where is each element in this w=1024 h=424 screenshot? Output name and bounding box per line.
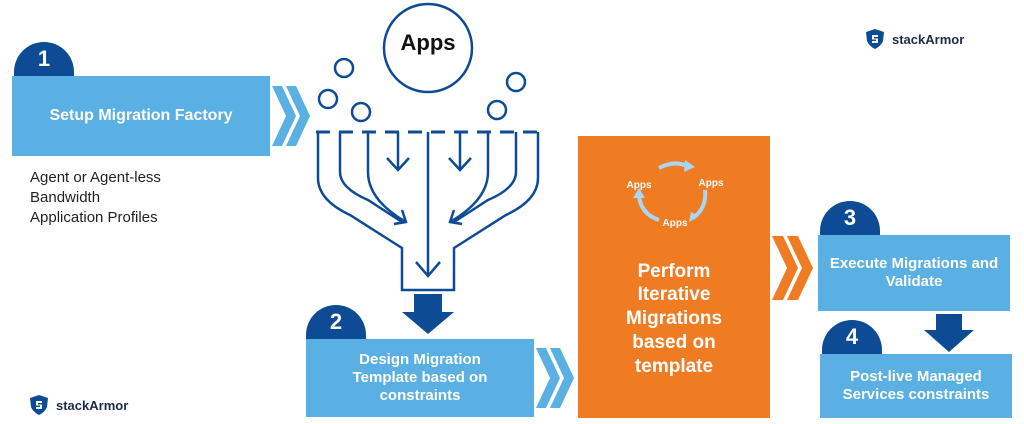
factory-notes: Agent or Agent-less Bandwidth Applicatio…	[30, 168, 161, 228]
shield-icon	[30, 395, 48, 415]
brand-logo-bottom: stackArmor	[28, 394, 128, 416]
note-item: Application Profiles	[30, 209, 158, 226]
step-3-box: Execute Migrations and Validate	[818, 235, 1010, 311]
cycle-label: Apps	[663, 218, 688, 229]
bubble	[317, 88, 339, 110]
cycle-label: Apps	[627, 180, 652, 191]
bubble	[505, 71, 527, 93]
chevron-right-icon	[536, 348, 574, 408]
brand-logo-top: stackArmor	[864, 28, 964, 50]
note-item: Agent or Agent-less	[30, 169, 161, 186]
step-2-box: Design Migration Template based on const…	[306, 339, 534, 417]
step-1-box: Setup Migration Factory	[12, 76, 270, 156]
funnel-outline	[316, 132, 540, 292]
arrow-down-icon	[402, 294, 454, 334]
iterative-migrations-box: Apps Apps Apps Perform Iterative Migrati…	[578, 136, 770, 418]
cycle-label: Apps	[699, 178, 724, 189]
funnel-diagram	[316, 2, 540, 334]
note-item: Bandwidth	[30, 189, 101, 206]
arrow-down-icon	[924, 314, 974, 352]
apps-circle	[382, 2, 474, 94]
brand-name: stackArmor	[56, 397, 129, 413]
step-4-badge: 4	[822, 320, 882, 354]
bubble	[333, 57, 355, 79]
chevron-right-icon	[772, 236, 813, 300]
funnel-label: Apps	[400, 30, 456, 55]
shield-icon	[866, 29, 884, 49]
step-1-badge: 1	[14, 42, 74, 76]
step-3-badge: 3	[820, 201, 880, 235]
bubble	[486, 99, 508, 121]
brand-name: stackArmor	[892, 31, 965, 47]
chevron-right-icon	[272, 86, 310, 146]
cycle-icon: Apps Apps Apps	[627, 159, 724, 229]
iterative-migrations-title: Perform Iterative Migrations based on te…	[625, 260, 723, 377]
step-4-box: Post-live Managed Services constraints	[820, 354, 1012, 418]
bubble	[350, 101, 372, 123]
